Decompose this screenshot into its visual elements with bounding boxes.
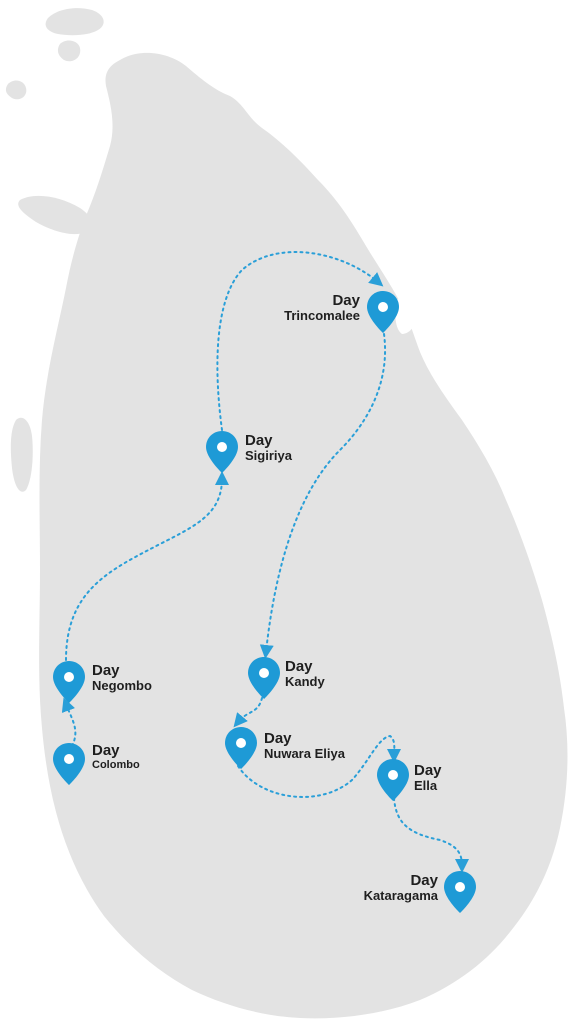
place-name: Nuwara Eliya xyxy=(264,746,345,762)
map-pin-icon xyxy=(377,759,409,801)
island-shape xyxy=(18,195,92,235)
place-name: Kataragama xyxy=(363,888,438,904)
day-label: Day xyxy=(414,762,442,779)
day-label: Day xyxy=(410,872,438,889)
day-label: Day xyxy=(245,432,273,449)
map-pin-icon xyxy=(53,743,85,785)
place-name: Kandy xyxy=(285,674,325,690)
island-shape xyxy=(39,52,568,1019)
map-pin-icon xyxy=(248,657,280,699)
place-name: Colombo xyxy=(92,759,140,772)
place-name: Negombo xyxy=(92,678,152,694)
map-pin-icon xyxy=(444,871,476,913)
map-pin-icon xyxy=(206,431,238,473)
day-label: Day xyxy=(285,658,313,675)
map-pin-icon xyxy=(53,661,85,703)
island-shape xyxy=(10,417,33,492)
day-label: Day xyxy=(92,662,120,679)
day-label: Day xyxy=(264,730,292,747)
island-shape xyxy=(45,8,104,36)
day-label: Day xyxy=(92,742,120,759)
map-pin-icon xyxy=(367,291,399,333)
island-shape xyxy=(57,40,81,62)
map-pin-icon xyxy=(225,727,257,769)
place-name: Ella xyxy=(414,778,438,794)
route-line xyxy=(61,251,469,873)
day-label: Day xyxy=(332,292,360,309)
place-name: Sigiriya xyxy=(245,448,292,464)
place-name: Trincomalee xyxy=(284,308,360,324)
island-shape xyxy=(5,80,27,100)
